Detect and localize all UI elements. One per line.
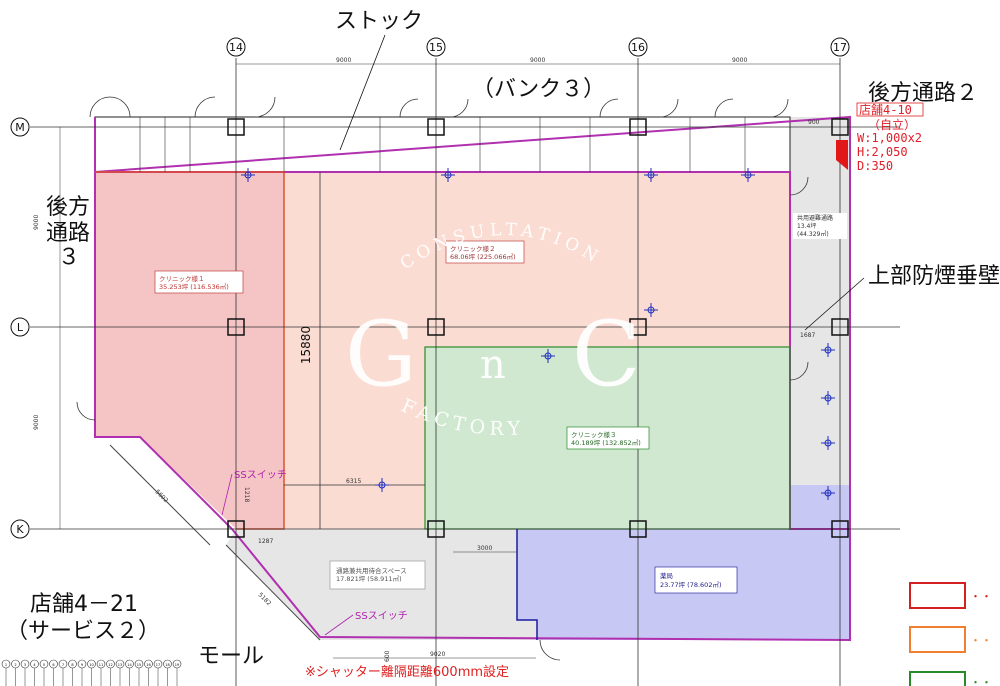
room-clinic-2[interactable] (284, 172, 790, 529)
label-store-4-21: 店舗4－21 (30, 592, 138, 617)
label-stock: ストック (335, 9, 423, 34)
room-label-evacuation: 共用避難通路 13.4坪 (44.329㎡) (793, 213, 847, 239)
grid-col-15: 15 (429, 41, 443, 54)
svg-text:（自立）: （自立） (868, 117, 916, 132)
dim-top-3: 9000 (732, 57, 747, 64)
dim-1218: 1218 (243, 487, 250, 502)
grid-row-m: M (15, 121, 25, 134)
svg-text:店舗4-10: 店舗4-10 (859, 103, 912, 117)
room-label-clinic-1: クリニック様１ 35.253坪 (116.536㎡) (154, 270, 244, 294)
structural-columns (227, 118, 849, 538)
mall-marker-number: 12 (108, 663, 112, 667)
grid-row-k: K (16, 523, 24, 536)
label-service-2: （サービス２） (6, 619, 160, 644)
svg-text:・・: ・・ (970, 634, 992, 647)
mall-marker-number: 9 (81, 663, 83, 667)
svg-text:クリニック様２: クリニック様２ (450, 244, 496, 253)
svg-text:68.06坪 (225.066㎡): 68.06坪 (225.066㎡) (450, 252, 516, 261)
svg-text:17.821坪 (58.911㎡): 17.821坪 (58.911㎡) (336, 574, 402, 583)
dim-6315: 6315 (346, 478, 361, 485)
svg-text:・・: ・・ (970, 590, 992, 603)
label-rear-passage-3-l2: 通路 (46, 221, 90, 246)
mall-marker-number: 4 (33, 663, 36, 667)
ss-switch-1: SSスイッチ (234, 469, 287, 481)
label-upper-smoke-wall: 上部防煙垂壁 (868, 264, 1000, 289)
label-rear-passage-3-l1: 後方 (46, 195, 90, 220)
shutter-note: ※シャッター離隔距離600mm設定 (305, 664, 509, 680)
mall-marker-number: 16 (146, 663, 150, 667)
room-label-clinic-3: クリニック様３ 40.189坪 (132.852㎡) (566, 426, 650, 450)
dim-1687: 1687 (800, 332, 815, 339)
dim-left-upper: 9000 (33, 215, 40, 230)
room-label-clinic-2: クリニック様２ 68.06坪 (225.066㎡) (445, 240, 525, 264)
label-mall: モール (198, 644, 264, 669)
svg-text:13.4坪: 13.4坪 (797, 222, 816, 230)
store-4-10-spec: 店舗4-10 （自立） W:1,000x2 H:2,050 D:350 (856, 102, 924, 173)
svg-text:(44.329㎡): (44.329㎡) (797, 230, 829, 238)
grid-col-17: 17 (833, 41, 847, 54)
mall-marker-number: 14 (127, 663, 132, 667)
legend: ・・ ・・ ・・ (909, 582, 992, 686)
svg-text:H:2,050: H:2,050 (857, 145, 908, 159)
room-pharmacy[interactable] (517, 485, 850, 640)
dim-9020: 9020 (430, 651, 445, 658)
mall-marker-number: 3 (24, 663, 26, 667)
mall-marker-number: 10 (89, 663, 93, 667)
dim-top-2: 9000 (530, 57, 545, 64)
svg-text:・・: ・・ (970, 676, 992, 686)
ceiling-fixtures (241, 168, 835, 500)
label-rear-passage-2: 後方通路２ (868, 81, 978, 106)
mall-marker-number: 6 (52, 663, 54, 667)
svg-text:G: G (345, 302, 417, 407)
dim-15880: 15880 (299, 326, 313, 364)
ss-switch-2: SSスイッチ (355, 610, 408, 622)
svg-text:n: n (480, 342, 506, 388)
svg-text:通路兼共用待合スペース: 通路兼共用待合スペース (336, 566, 407, 575)
dim-5182: 5182 (257, 591, 273, 607)
mall-marker-number: 5 (43, 663, 45, 667)
grid-col-14: 14 (229, 41, 243, 54)
svg-text:C: C (572, 302, 641, 407)
label-rear-passage-3-l3: ３ (58, 245, 80, 270)
svg-text:共用避難通路: 共用避難通路 (797, 214, 833, 222)
evacuation-passage[interactable] (790, 117, 850, 485)
mall-marker-number: 19 (175, 663, 179, 667)
mall-marker-number: 11 (99, 663, 103, 667)
dim-top-1: 9000 (336, 57, 351, 64)
svg-text:クリニック様３: クリニック様３ (571, 430, 617, 439)
svg-text:40.189坪 (132.852㎡): 40.189坪 (132.852㎡) (571, 438, 641, 447)
mall-marker-number: 2 (14, 663, 16, 667)
svg-text:薬局: 薬局 (660, 571, 673, 580)
svg-text:クリニック様１: クリニック様１ (159, 274, 205, 283)
mall-marker-number: 17 (156, 663, 160, 667)
dim-600: 600 (384, 650, 391, 662)
room-label-common-waiting: 通路兼共用待合スペース 17.821坪 (58.911㎡) (329, 560, 426, 590)
dim-left-lower: 9000 (33, 415, 40, 430)
room-label-pharmacy: 薬局 23.77坪 (78.602㎡) (654, 566, 738, 594)
svg-text:23.77坪 (78.602㎡): 23.77坪 (78.602㎡) (660, 580, 722, 589)
grid-row-l: L (17, 321, 24, 334)
mall-marker-number: 8 (71, 663, 73, 667)
dim-3000: 3000 (477, 545, 492, 552)
svg-text:D:350: D:350 (857, 159, 893, 173)
grid-col-16: 16 (631, 41, 645, 54)
doors (76, 96, 809, 661)
svg-text:W:1,000x2: W:1,000x2 (857, 131, 922, 145)
mall-marker-number: 15 (137, 663, 141, 667)
label-bank-3: （バンク３） (472, 77, 605, 102)
mall-marker-number: 1 (5, 663, 7, 667)
mall-marker-number: 18 (165, 663, 169, 667)
mall-marker-number: 7 (62, 663, 64, 667)
mall-marker-number: 13 (118, 663, 122, 667)
room-clinic-1[interactable] (95, 172, 284, 529)
store-4-10-fixture (836, 140, 848, 170)
dim-900: 900 (808, 119, 820, 126)
svg-text:35.253坪 (116.536㎡): 35.253坪 (116.536㎡) (159, 282, 229, 291)
dim-1287: 1287 (258, 538, 273, 545)
